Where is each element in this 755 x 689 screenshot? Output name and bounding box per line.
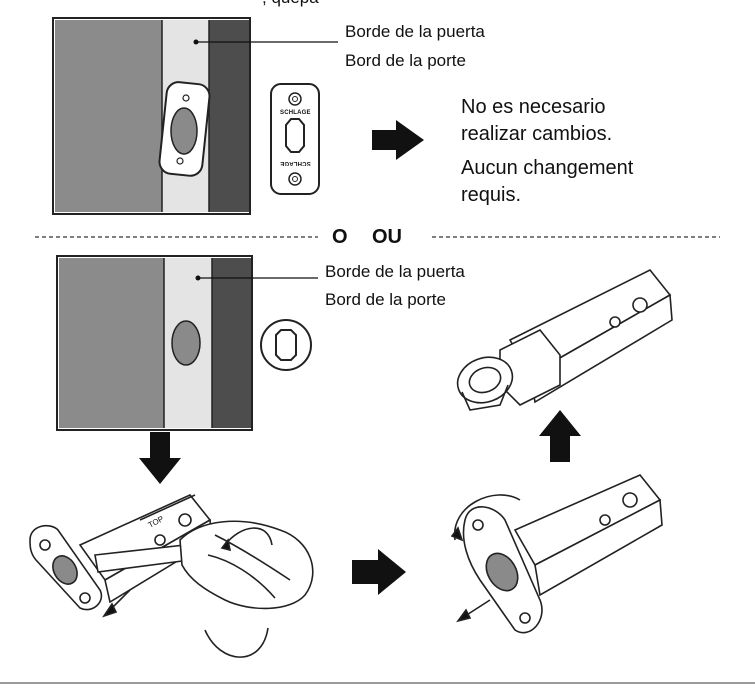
round-strike-icon (260, 319, 312, 371)
arrow-right-icon (372, 120, 424, 160)
arrow-right-icon (352, 549, 406, 595)
strike-plate-icon (270, 83, 320, 195)
note-es-line-1: No es necesario (461, 96, 606, 118)
separator-or-fr: OU (372, 226, 402, 248)
header-fragment: , quepa (262, 0, 319, 8)
latch-rotate-faceplate-illustration (450, 474, 663, 634)
arrow-down-icon (139, 432, 181, 484)
door-edge-label-es-2: Borde de la puerta (325, 262, 465, 281)
strike-plate-label-top: SCHLAGE (280, 110, 311, 116)
note-fr-line-1: Aucun changement (461, 157, 634, 179)
door-edge-label-es: Borde de la puerta (345, 22, 485, 41)
note-es-line-2: realizar cambios. (461, 123, 613, 145)
arrow-up-icon (539, 410, 581, 462)
latch-disassembled-illustration (456, 268, 673, 411)
door-edge-label-fr: Bord de la porte (345, 51, 466, 70)
separator-or-es: O (332, 226, 348, 248)
door-edge-label-fr-2: Bord de la porte (325, 290, 446, 309)
strike-plate-label-bottom: SCHLAGE (280, 160, 311, 166)
door-edge-top-illustration (52, 17, 338, 215)
note-fr-line-2: requis. (461, 184, 522, 206)
door-edge-bottom-illustration (56, 255, 318, 431)
latch-screwdriver-illustration: TOP (29, 494, 314, 658)
